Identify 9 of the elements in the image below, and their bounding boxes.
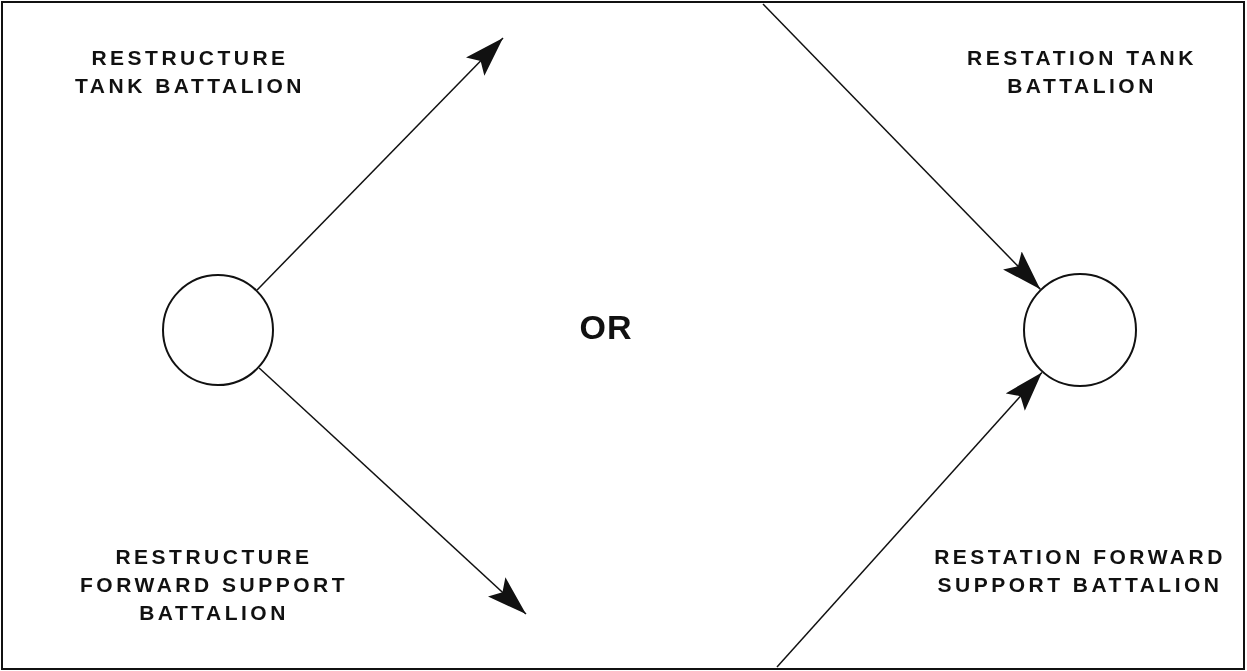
text-label: RESTATION FORWARD SUPPORT BATTALION <box>933 544 1227 598</box>
arrow <box>762 3 1041 290</box>
text-label: RESTRUCTURE FORWARD SUPPORT BATTALION <box>79 544 349 626</box>
connector-word: OR <box>578 307 634 347</box>
arrow <box>776 371 1043 668</box>
text-label: RESTATION TANK BATTALION <box>966 45 1198 99</box>
text-label: RESTRUCTURE TANK BATTALION <box>74 45 306 99</box>
arrow <box>258 367 527 615</box>
arrow <box>256 37 504 291</box>
